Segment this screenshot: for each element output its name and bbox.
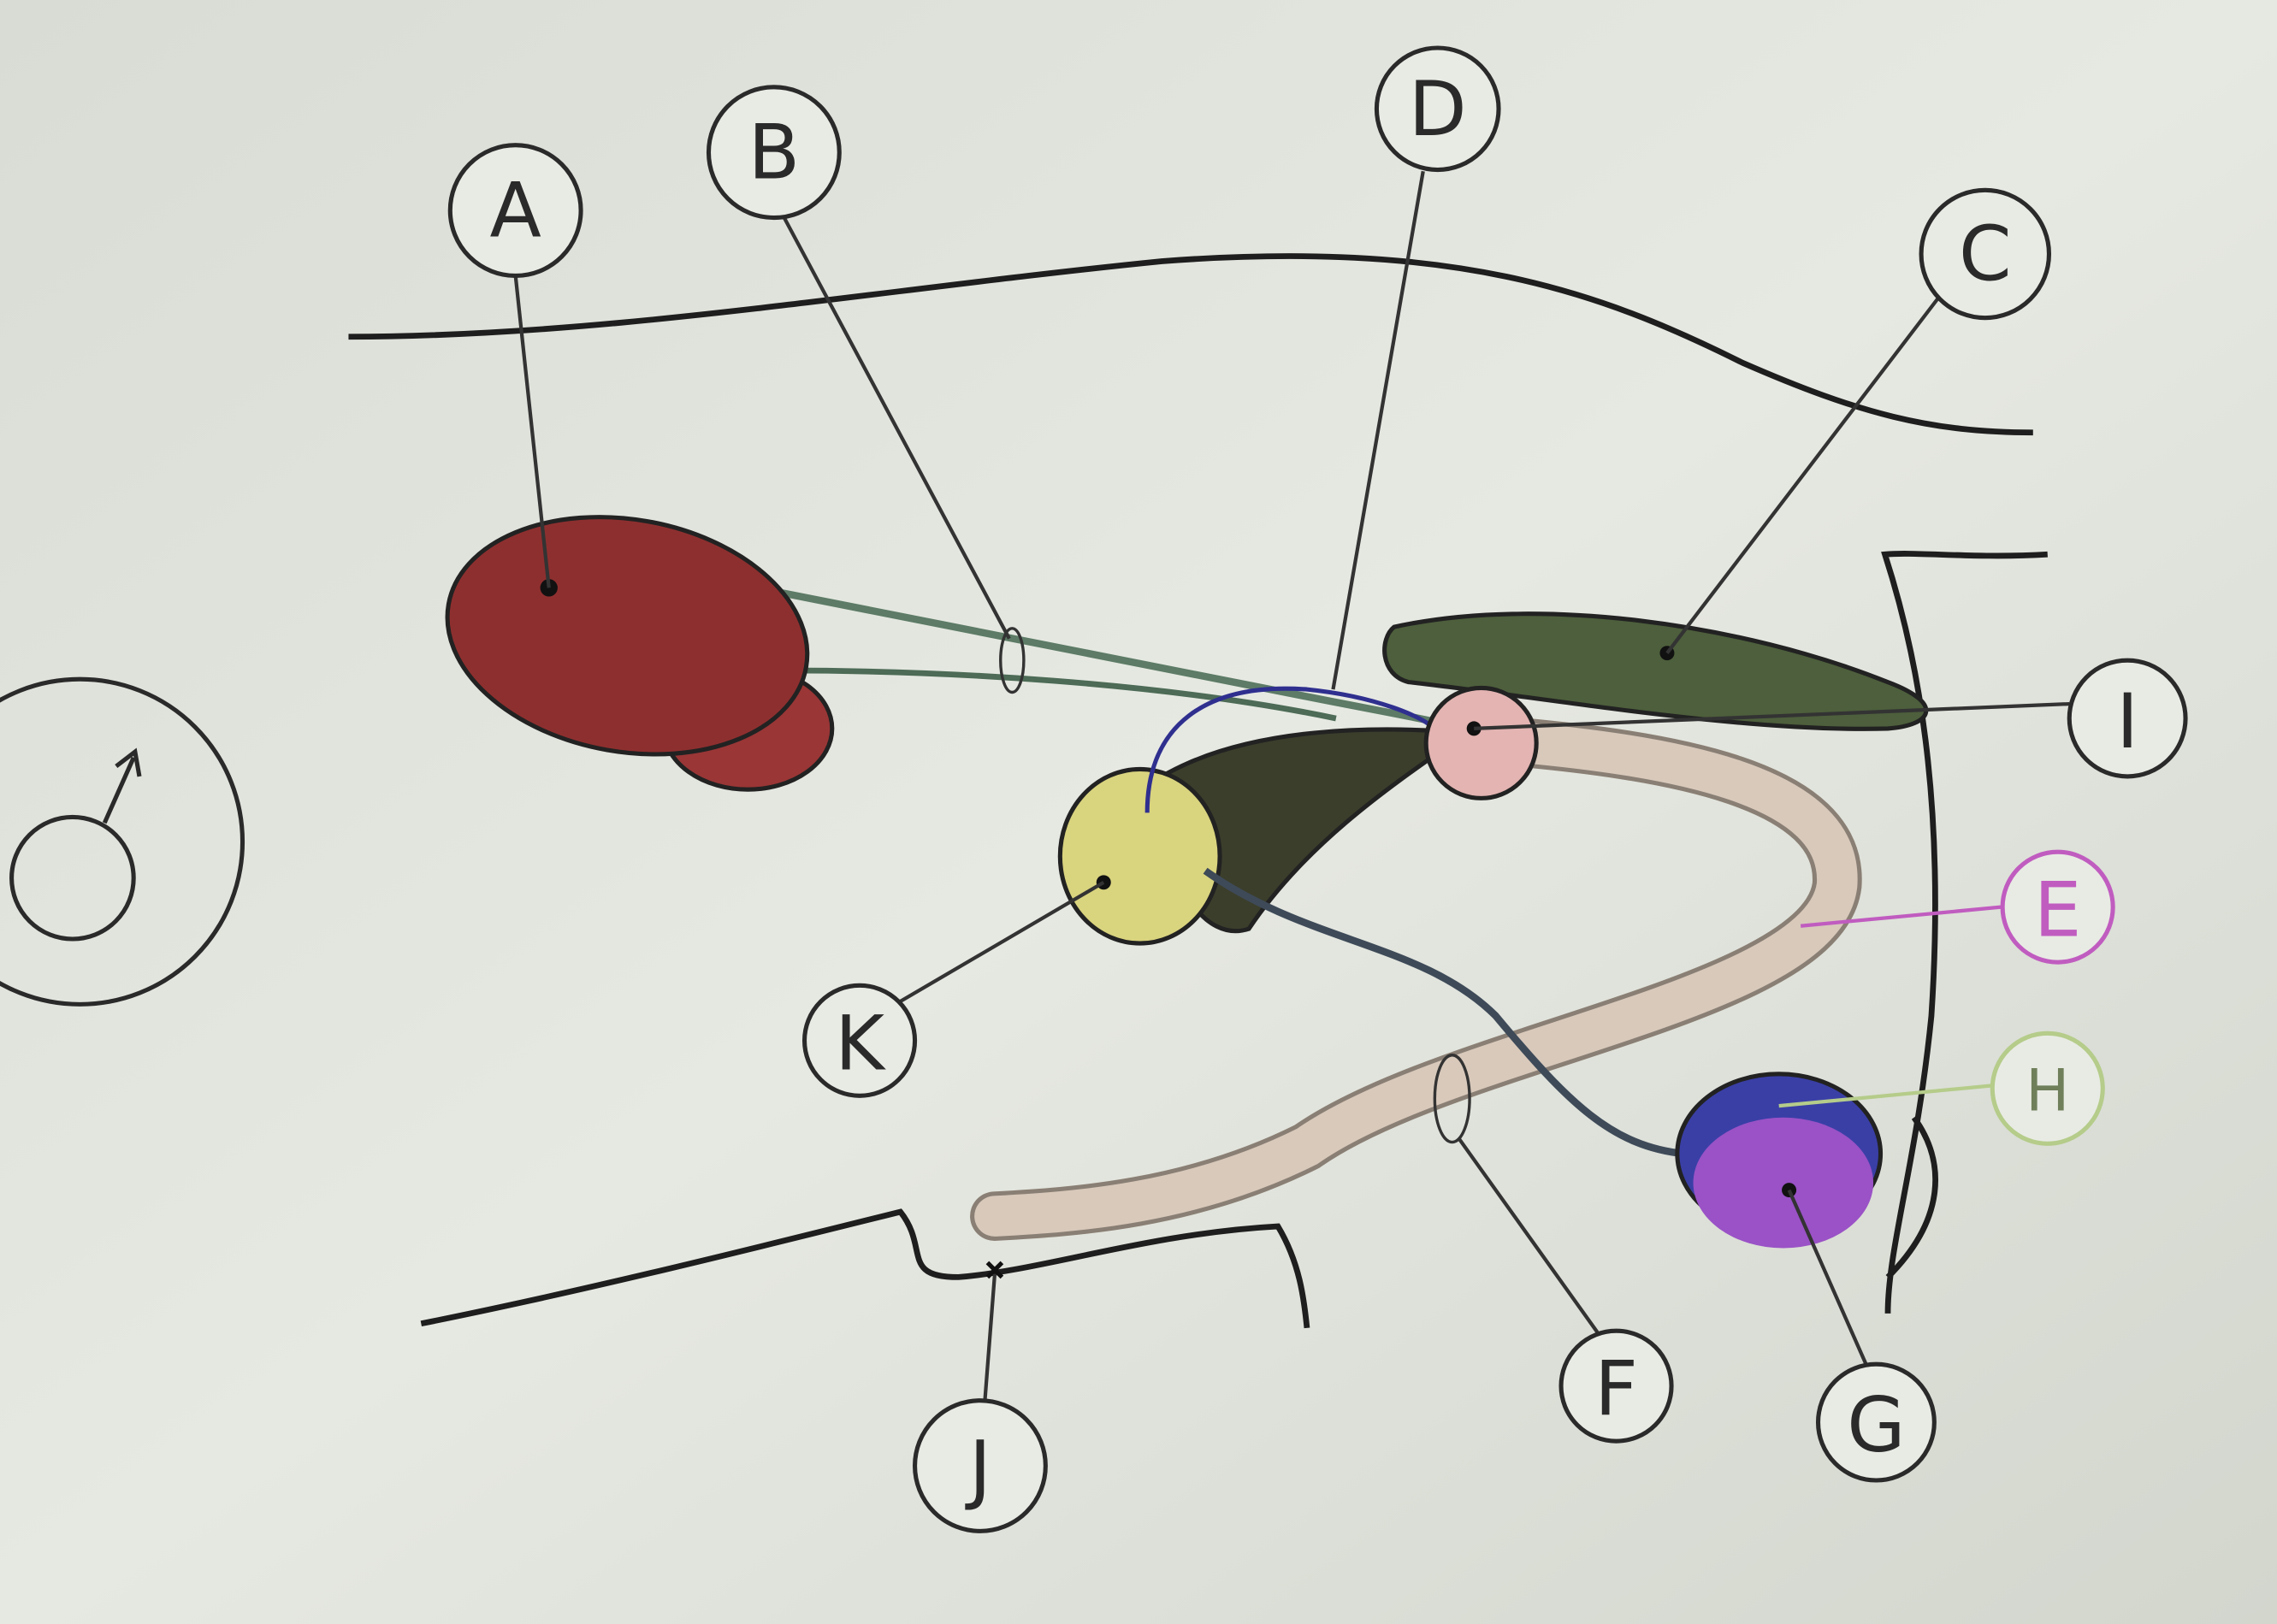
leader-J — [982, 1273, 997, 1405]
svg-text:B: B — [748, 109, 801, 197]
svg-text:A: A — [489, 167, 541, 255]
body-outline-bottom — [420, 1208, 1310, 1329]
duct-blue — [1144, 686, 1433, 813]
svg-text:D: D — [1409, 65, 1467, 153]
leader-B — [782, 216, 1011, 640]
label-A: A — [447, 143, 583, 278]
svg-text:F: F — [1594, 1345, 1638, 1433]
leader-I — [1474, 701, 2070, 731]
svg-text:C: C — [1959, 210, 2012, 298]
leader-K — [899, 880, 1105, 1003]
leader-C — [1665, 296, 1941, 654]
label-C: C — [1919, 187, 2052, 321]
label-H: H — [1990, 1031, 2105, 1146]
organ-A — [445, 515, 835, 792]
label-D: D — [1374, 45, 1501, 173]
svg-text:K: K — [835, 1000, 886, 1088]
male-symbol — [0, 676, 245, 1007]
leader-F — [1458, 1137, 1600, 1334]
leader-H — [1778, 1084, 1993, 1108]
point-J — [985, 1261, 1004, 1279]
body-outline-top — [348, 253, 2033, 436]
organ-K — [1057, 766, 1222, 946]
label-E: E — [2000, 849, 2115, 965]
label-F: F — [1558, 1328, 1674, 1444]
body-outline-flap — [1885, 1115, 1938, 1279]
organ-I — [1423, 685, 1539, 800]
organ-G — [1675, 1072, 1884, 1249]
duct-to-G — [1203, 867, 1685, 1158]
svg-text:J: J — [965, 1425, 991, 1513]
leader-E — [1800, 905, 2002, 928]
svg-text:G: G — [1847, 1381, 1905, 1469]
leader-A — [513, 275, 551, 588]
label-B: B — [706, 85, 842, 221]
ligature-B — [999, 627, 1026, 694]
label-G: G — [1815, 1361, 1937, 1483]
svg-text:I: I — [2116, 677, 2138, 765]
label-J: J — [913, 1398, 1048, 1533]
svg-text:E: E — [2034, 866, 2082, 954]
svg-text:H: H — [2026, 1058, 2069, 1125]
label-I: I — [2067, 658, 2188, 779]
ligature-F — [1433, 1054, 1471, 1144]
leader-G — [1787, 1189, 1868, 1366]
label-K: K — [801, 983, 918, 1098]
ductus-deferens-2 — [784, 667, 1337, 722]
body-outline-tail — [1881, 551, 2048, 1314]
ductus-deferens — [682, 570, 1453, 729]
leader-D — [1331, 170, 1425, 690]
